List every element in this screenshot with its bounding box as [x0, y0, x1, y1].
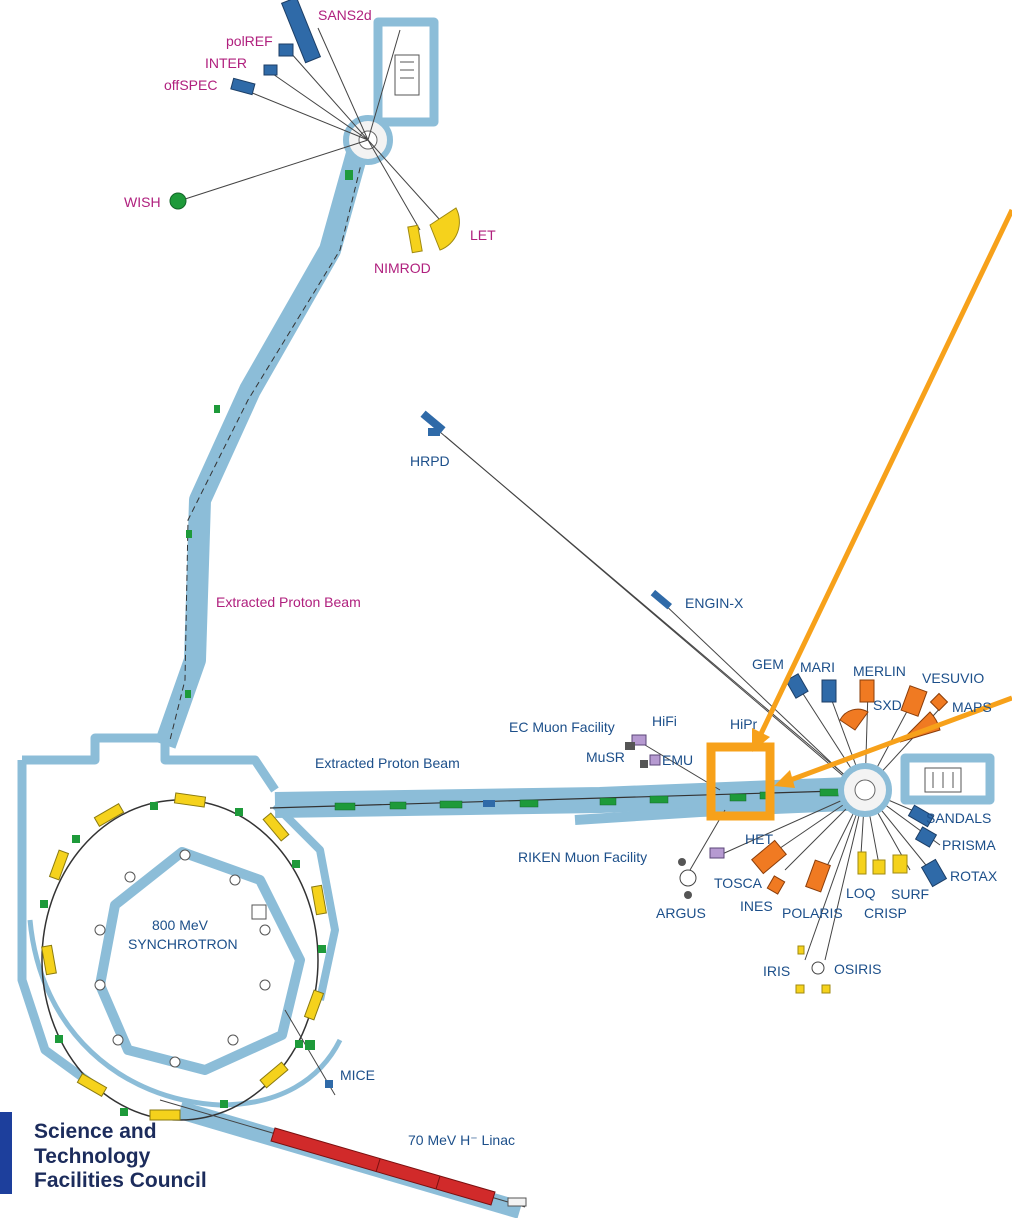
label-riken-muon: RIKEN Muon Facility: [518, 849, 648, 865]
highlight-annotation: [706, 208, 1012, 821]
label-maps: MAPS: [952, 699, 992, 715]
label-tosca: TOSCA: [714, 875, 762, 891]
label-osiris: OSIRIS: [834, 961, 882, 977]
het-detector: [751, 839, 787, 875]
enginx-instrument: [650, 589, 672, 610]
synchrotron-inner: [95, 847, 305, 1075]
vesuvio-detector: [900, 685, 928, 717]
label-synchrotron-energy: 800 MeV: [151, 917, 209, 933]
label-sandals: SANDALS: [926, 810, 992, 826]
rotax-detector: [920, 858, 948, 888]
synchrotron-hall: [22, 733, 279, 793]
label-prisma: PRISMA: [942, 837, 996, 853]
gem-detector: [785, 673, 809, 699]
osiris-detector: [811, 961, 825, 975]
label-loq: LOQ: [846, 885, 876, 901]
merlin-detector: [859, 679, 875, 703]
label-let: LET: [470, 227, 496, 243]
label-rotax: ROTAX: [950, 868, 998, 884]
inter-detector: [263, 64, 278, 76]
iris-detector: [797, 945, 805, 955]
synchrotron-ring: [40, 792, 327, 1121]
label-linac: 70 MeV H⁻ Linac: [408, 1132, 515, 1148]
stfc-logo-line-1: Science and: [34, 1120, 157, 1143]
label-inter: INTER: [205, 55, 247, 71]
label-enginx: ENGIN-X: [685, 595, 744, 611]
label-emu: EMU: [662, 752, 694, 768]
label-hifi: HiFi: [652, 713, 677, 729]
highlight-box: [706, 742, 775, 821]
label-synchrotron: SYNCHROTRON: [128, 936, 238, 952]
ts1-target-station: [719, 673, 962, 994]
linac: [159, 1099, 527, 1208]
sandals-detector: [907, 804, 935, 828]
mari-detector: [821, 679, 837, 703]
highlight-arrow-2: [784, 695, 1012, 785]
label-nimrod: NIMROD: [374, 260, 431, 276]
label-extracted-beam-ts2: Extracted Proton Beam: [216, 594, 361, 610]
nimrod-detector: [407, 224, 423, 254]
tunnel-walls: [17, 17, 995, 1219]
loq-detector: [872, 859, 886, 875]
label-gem: GEM: [752, 656, 784, 672]
label-iris: IRIS: [763, 963, 791, 979]
label-vesuvio: VESUVIO: [922, 670, 985, 686]
label-mice: MICE: [340, 1067, 375, 1083]
stfc-logo-line-2: Technology: [34, 1145, 151, 1168]
label-crisp: CRISP: [864, 905, 907, 921]
label-surf: SURF: [891, 886, 930, 902]
hrpd-instrument: [420, 410, 446, 436]
ts2-beam-tunnel: [154, 147, 369, 749]
surf-detector: [892, 854, 908, 874]
label-merlin: MERLIN: [853, 663, 906, 679]
label-wish: WISH: [124, 194, 161, 210]
ts2-target-station: [169, 0, 460, 254]
synchrotron-hall-left: [17, 760, 103, 1094]
ts1-hall: [574, 800, 871, 825]
label-ec-muon: EC Muon Facility: [509, 719, 615, 735]
synchrotron-hall-right: [272, 802, 339, 1001]
tosca-detector: [766, 875, 786, 895]
polaris-detector: [805, 859, 831, 893]
label-ines: INES: [740, 898, 773, 914]
highlight-arrow-1: [755, 208, 1012, 742]
label-het: HET: [745, 831, 773, 847]
label-offspec: offSPEC: [164, 77, 218, 93]
sans2d-detector: [280, 0, 322, 64]
label-polref: polREF: [226, 33, 273, 49]
stfc-logo-bar: [0, 1112, 12, 1194]
prisma-detector: [914, 826, 938, 848]
long-flight-paths: [439, 431, 863, 793]
outer-ring-arc: [27, 919, 343, 1108]
ts1-target-building: [900, 753, 995, 805]
sxd-detector: [839, 708, 869, 731]
offspec-detector: [230, 77, 256, 96]
crisp-detector: [857, 851, 867, 875]
maps-detector: [929, 692, 949, 712]
stfc-logo-line-3: Facilities Council: [34, 1169, 207, 1192]
polref-detector: [278, 43, 294, 57]
label-mari: MARI: [800, 659, 835, 675]
let-detector: [429, 207, 460, 251]
label-hrpd: HRPD: [410, 453, 450, 469]
mice-line: [284, 1009, 336, 1096]
label-musr: MuSR: [586, 749, 625, 765]
wish-detector: [169, 192, 187, 210]
label-argus: ARGUS: [656, 905, 706, 921]
label-polaris: POLARIS: [782, 905, 843, 921]
ts2-beamline: [169, 147, 366, 741]
label-extracted-beam-ts1: Extracted Proton Beam: [315, 755, 460, 771]
label-sans2d: SANS2d: [318, 7, 372, 23]
ts2-target-building: [373, 17, 439, 127]
label-sxd: SXD: [873, 697, 902, 713]
label-hipr: HiPr: [730, 716, 758, 732]
